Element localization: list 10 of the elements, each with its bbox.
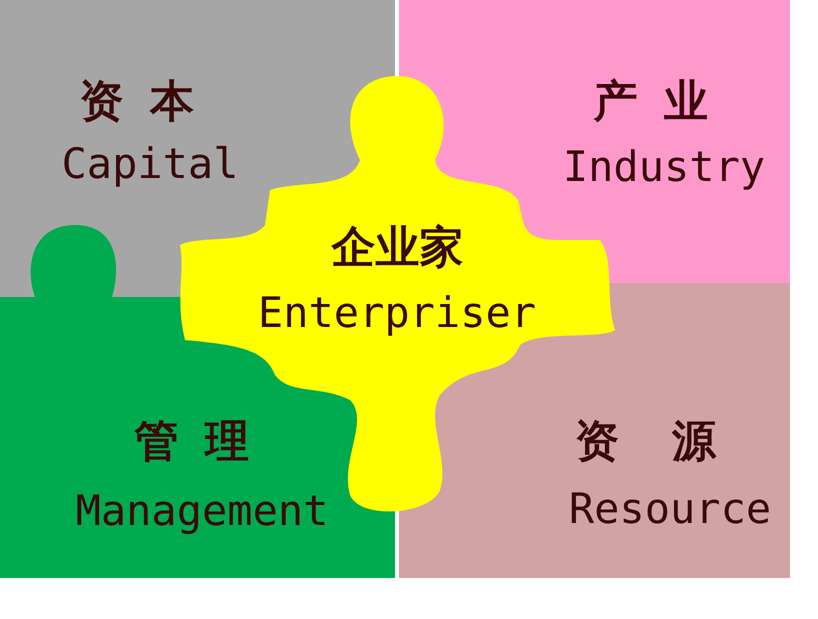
english-label: Management [76,490,328,532]
english-label: Enterpriser [258,292,536,334]
english-label: Resource [568,488,772,530]
chinese-label: 产业 [594,80,734,124]
chinese-label: 企业家 [332,226,464,270]
chinese-label: 资源 [575,420,769,464]
english-label: Industry [562,146,766,188]
english-label: Capital [62,143,238,185]
chinese-label: 资本 [80,80,220,124]
chinese-label: 管理 [134,420,276,464]
